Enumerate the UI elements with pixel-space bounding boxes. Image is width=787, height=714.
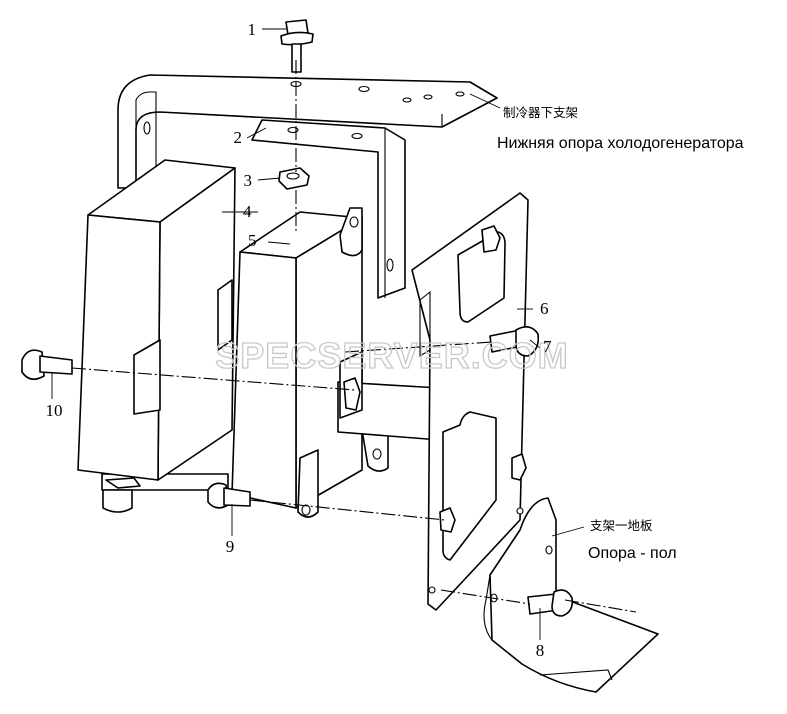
upper-bracket (117, 74, 498, 189)
part-1-bolt (280, 19, 314, 73)
part-8-bolt (527, 589, 574, 617)
bracket-russian-label: Нижняя опора холодогенератора (497, 135, 744, 152)
leader-lines (51, 28, 585, 640)
part-label-2: 2 (234, 128, 243, 147)
floor-support-chinese-label: 支架一地板 (590, 518, 653, 533)
part-label-10: 10 (46, 401, 63, 420)
part-4-control-box (77, 159, 236, 513)
part-label-8: 8 (536, 641, 545, 660)
floor-support-bracket (483, 497, 659, 693)
part-2-l-bracket (251, 119, 406, 299)
part-label-6: 6 (540, 299, 549, 318)
part-9-bolt (207, 482, 251, 509)
part-label-3: 3 (244, 171, 253, 190)
bracket-chinese-label: 制冷器下支架 (503, 105, 578, 120)
floor-support-russian-label: Опора - пол (588, 545, 677, 562)
part-5-control-box (231, 207, 441, 518)
part-7-bolt (489, 326, 540, 357)
part-10-bolt (21, 349, 73, 380)
part-label-1: 1 (248, 20, 257, 39)
part-3-nut (278, 167, 310, 190)
part-label-7: 7 (543, 337, 552, 356)
part-label-4: 4 (243, 202, 252, 221)
part-6-mounting-plate (343, 192, 529, 611)
watermark-text: SPECSERVER.COM (215, 335, 568, 376)
part-label-5: 5 (248, 231, 257, 250)
part-label-9: 9 (226, 537, 235, 556)
axis-lines (71, 60, 637, 613)
